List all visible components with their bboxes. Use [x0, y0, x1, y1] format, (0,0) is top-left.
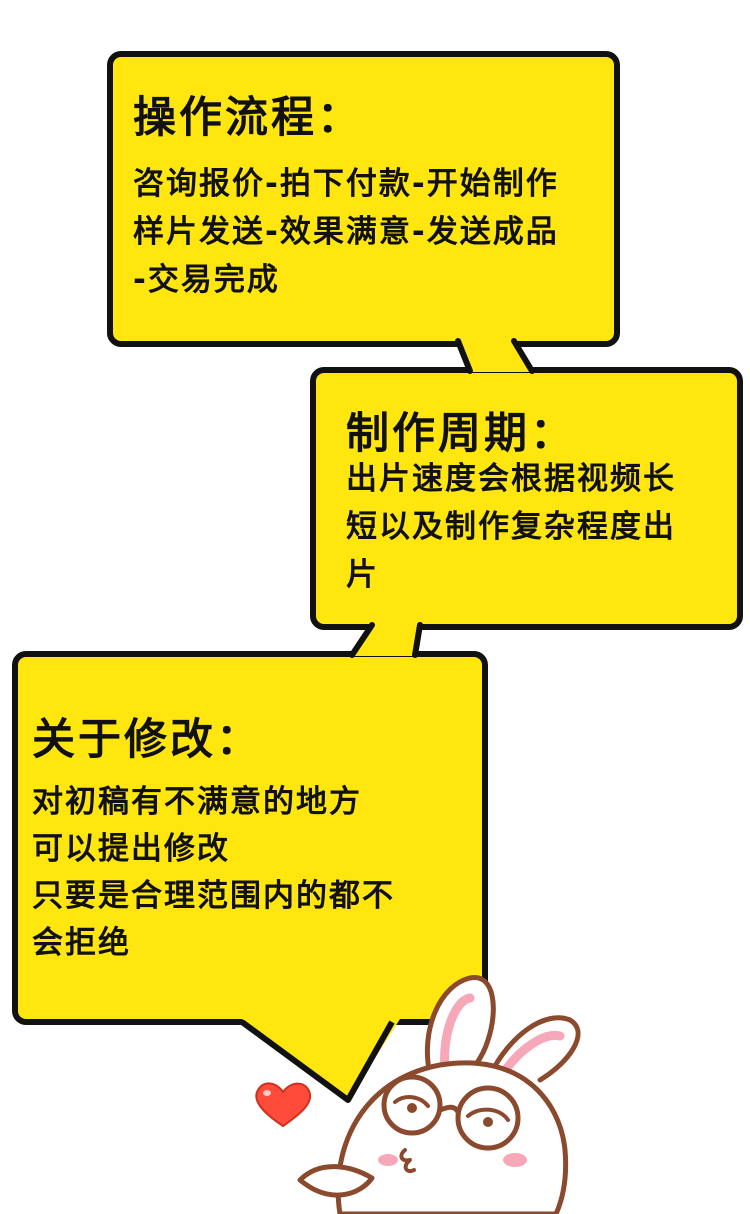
revisions-line: 可以提出修改 [32, 831, 230, 867]
process-text: 咨询报价-拍下付款-开始制作 样片发送-效果满意-发送成品 -交易完成 [133, 160, 559, 304]
production-cycle-title: 制作周期： [346, 409, 576, 459]
bunny-glasses-right [455, 1085, 521, 1151]
process-title: 操作流程： [133, 93, 363, 143]
revisions-text: 对初稿有不满意的地方 可以提出修改 只要是合理范围内的都不 会拒绝 [32, 779, 395, 967]
connector-1-right-edge [511, 338, 535, 374]
bunny-head [335, 1060, 569, 1214]
bubble-3-tail-edge [240, 1019, 395, 1103]
revisions-line: 对初稿有不满意的地方 [32, 784, 362, 820]
revisions-line: 只要是合理范围内的都不 [32, 878, 395, 914]
process-line: 咨询报价-拍下付款-开始制作 [133, 166, 559, 202]
bunny-paw [297, 1164, 375, 1198]
connector-1-left-edge [455, 338, 473, 374]
revisions-title: 关于修改： [32, 715, 262, 765]
bunny-glasses-left [381, 1074, 443, 1136]
watermark: shop [378, 1170, 430, 1191]
process-line: 样片发送-效果满意-发送成品 [133, 214, 559, 250]
production-cycle-line: 片 [346, 557, 379, 593]
production-cycle-line: 出片速度会根据视频长 [346, 461, 676, 497]
speech-bubble-process: 操作流程： 咨询报价-拍下付款-开始制作 样片发送-效果满意-发送成品 -交易完… [107, 51, 620, 347]
revisions-line: 会拒绝 [32, 925, 131, 961]
connector-2-left-edge [349, 622, 375, 658]
bunny-mascot [297, 975, 581, 1214]
connector-1 [458, 340, 532, 372]
speech-bubble-production-cycle: 制作周期： 出片速度会根据视频长 短以及制作复杂程度出 片 [310, 367, 743, 630]
production-cycle-line: 短以及制作复杂程度出 [346, 509, 676, 545]
process-line: -交易完成 [133, 262, 280, 298]
speech-bubble-revisions: 关于修改： 对初稿有不满意的地方 可以提出修改 只要是合理范围内的都不 会拒绝 [12, 651, 488, 1025]
connector-2-right-edge [412, 622, 423, 658]
heart-icon [255, 1082, 312, 1128]
production-cycle-text: 出片速度会根据视频长 短以及制作复杂程度出 片 [346, 455, 676, 599]
